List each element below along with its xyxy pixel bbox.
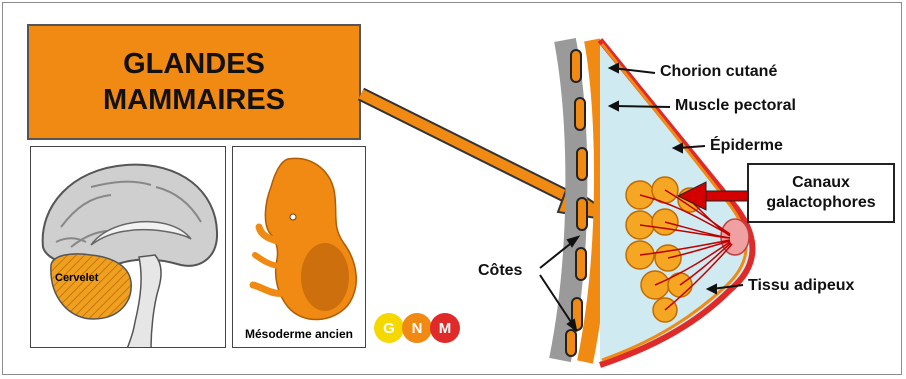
label-chorion-cutane: Chorion cutané bbox=[660, 63, 777, 81]
label-epiderme: Épiderme bbox=[710, 137, 783, 155]
label-cotes: Côtes bbox=[478, 262, 522, 280]
canaux-line-1: Canaux bbox=[792, 173, 850, 193]
label-muscle-pectoral: Muscle pectoral bbox=[675, 97, 796, 115]
canaux-galactophores-box: Canaux galactophores bbox=[747, 163, 895, 223]
canaux-line-2: galactophores bbox=[766, 193, 875, 213]
label-tissu-adipeux: Tissu adipeux bbox=[748, 277, 854, 295]
